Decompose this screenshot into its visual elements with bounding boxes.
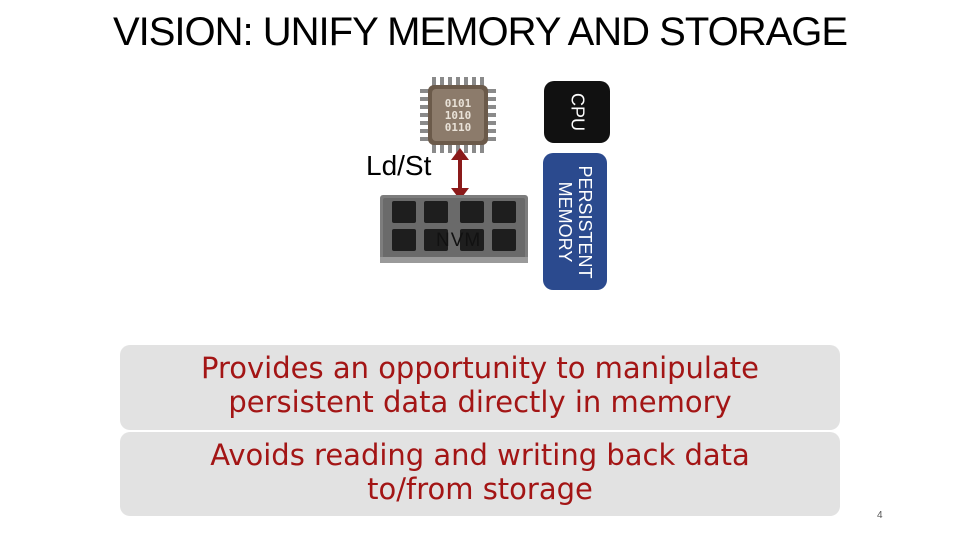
point-1-line-2: persistent data directly in memory: [228, 385, 732, 419]
slide-title: VISION: UNIFY MEMORY AND STORAGE: [112, 10, 848, 54]
cpu-chip-icon: 0101 1010 0110: [420, 77, 496, 153]
chip-line-1: 0101: [445, 97, 472, 110]
point-box-1: [120, 345, 840, 430]
chip-line-3: 0110: [445, 121, 472, 134]
chip-line-2: 1010: [445, 109, 472, 122]
cpu-tag: CPU: [544, 81, 610, 143]
ram-module-icon: [380, 195, 528, 263]
point-1-lines: Provides an opportunity to manipulate pe…: [0, 351, 960, 419]
point-2-line-1: Avoids reading and writing back data: [210, 438, 750, 472]
cpu-label: CPU: [567, 92, 588, 132]
nvm-label: NVM: [436, 230, 482, 251]
page-number: 4: [877, 510, 883, 521]
point-box-2: [120, 432, 840, 516]
double-arrow-icon: [451, 148, 469, 200]
point-1-line-1: Provides an opportunity to manipulate: [201, 351, 759, 385]
pm-line-2: MEMORY: [555, 181, 575, 262]
ldst-label: Ld/St: [366, 150, 432, 181]
pm-line-1: PERSISTENT: [575, 164, 595, 279]
point-2-line-2: to/from storage: [367, 472, 593, 506]
point-2-lines: Avoids reading and writing back data to/…: [0, 438, 960, 506]
